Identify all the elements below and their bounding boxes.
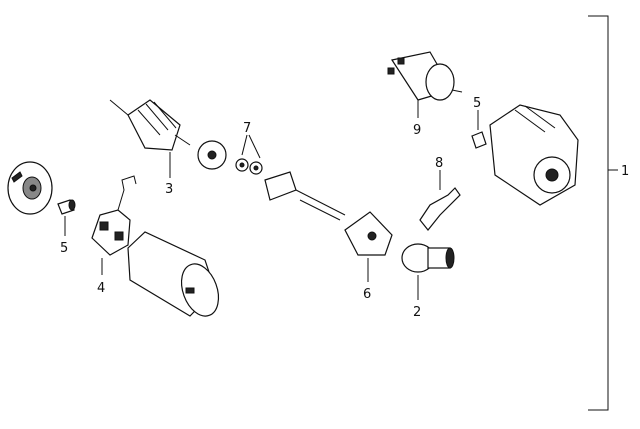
shift-fork xyxy=(419,187,461,231)
leader-7a xyxy=(241,134,248,156)
armature xyxy=(109,99,191,151)
field-housing xyxy=(127,231,220,317)
bushing-left xyxy=(57,199,76,215)
gear-plate xyxy=(197,140,227,170)
callout-6: 6 xyxy=(363,287,371,302)
callout-7: 7 xyxy=(243,121,251,136)
callout-5-left: 5 xyxy=(60,241,68,256)
starter-assembly xyxy=(489,104,579,206)
callout-2: 2 xyxy=(413,305,421,320)
callout-4: 4 xyxy=(97,281,105,296)
solenoid xyxy=(387,51,463,101)
callout-1: 1 xyxy=(621,164,629,179)
assembly-bracket xyxy=(588,15,618,411)
leader-7b xyxy=(248,134,261,159)
drive-shaft xyxy=(264,171,346,221)
plunger xyxy=(401,243,455,273)
brush-holder xyxy=(91,175,137,256)
drive-housing xyxy=(344,211,393,256)
end-plate xyxy=(7,161,53,215)
planetary-gears xyxy=(235,158,263,175)
bushing-right xyxy=(471,131,487,149)
callout-5-right: 5 xyxy=(473,96,481,111)
callout-9: 9 xyxy=(413,123,421,138)
callout-8: 8 xyxy=(435,156,443,171)
callout-3: 3 xyxy=(165,182,173,197)
